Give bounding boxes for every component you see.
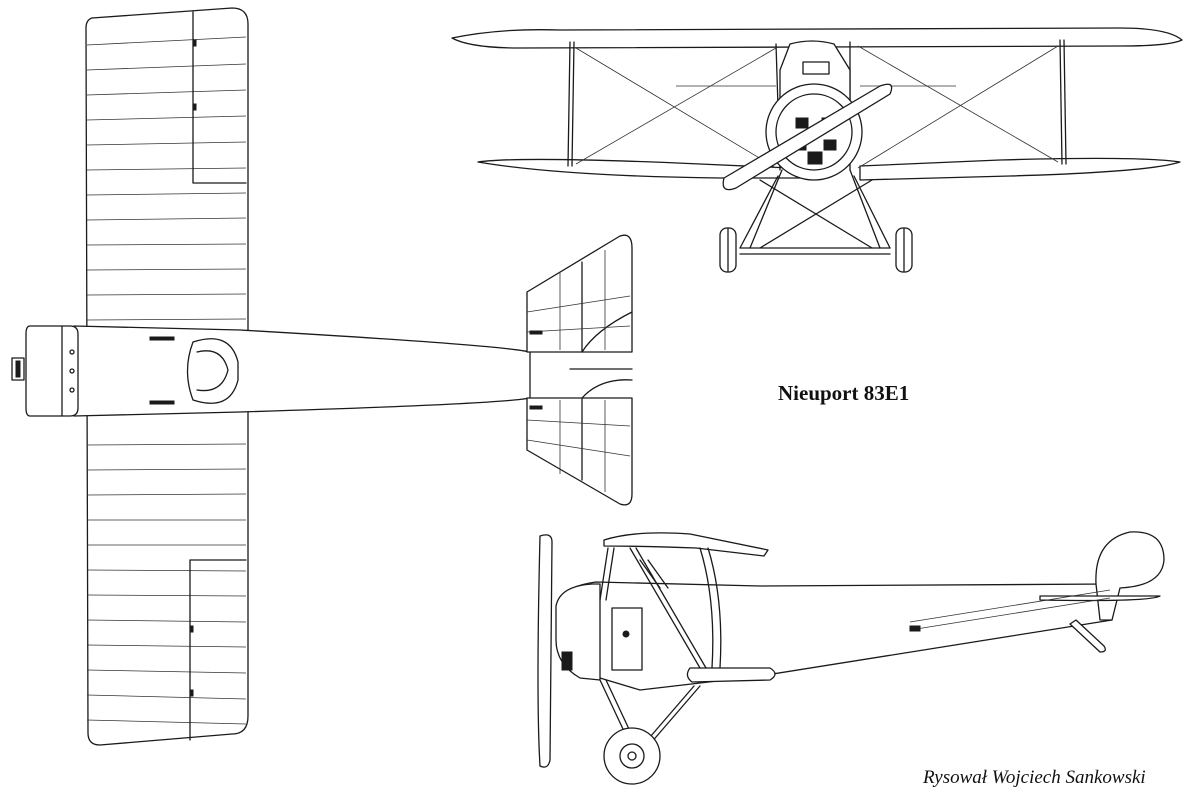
top-view-elevator — [582, 262, 632, 480]
side-view-upper-wing — [604, 533, 768, 556]
top-view-aileron-upper — [193, 12, 246, 183]
front-view — [452, 28, 1182, 272]
side-view-propeller — [538, 535, 552, 767]
side-view-fuselage — [560, 582, 1112, 690]
top-view-aileron-lower — [190, 560, 246, 740]
front-view-upper-wing — [452, 28, 1182, 48]
aircraft-title: Nieuport 83E1 — [778, 381, 910, 405]
front-view-bracing-wires — [576, 46, 1058, 168]
side-view-tailskid — [1070, 620, 1105, 652]
top-view-tailplane — [527, 235, 632, 352]
front-view-propeller — [723, 84, 891, 189]
top-view-wing-ribs — [87, 37, 246, 724]
side-view — [538, 532, 1164, 784]
drawing-credit: Rysował Wojciech Sankowski — [923, 767, 1146, 788]
top-view-fuselage — [74, 326, 530, 416]
side-view-lower-wing — [687, 668, 775, 682]
top-view-cockpit — [188, 339, 239, 404]
side-view-tailplane — [1040, 596, 1160, 601]
side-view-rudder — [1096, 532, 1164, 620]
front-view-landing-gear — [740, 170, 890, 254]
top-view-cowling — [26, 326, 78, 416]
side-view-wheel — [604, 728, 660, 784]
top-view — [12, 8, 632, 745]
